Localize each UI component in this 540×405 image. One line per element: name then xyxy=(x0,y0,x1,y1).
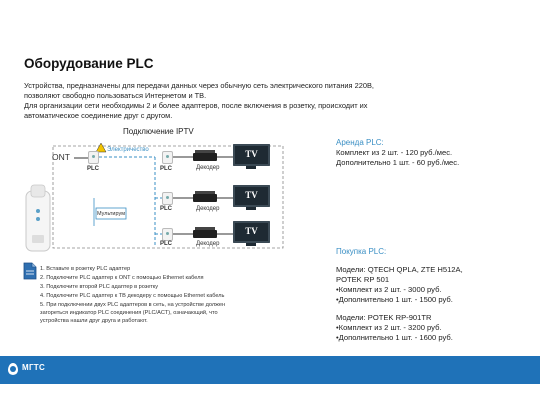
plc-adapter-2 xyxy=(162,151,173,164)
plc-label-1: PLC xyxy=(87,166,99,172)
purchase-model1-b: POTEK RP 501 xyxy=(336,275,390,284)
tv-1: TV xyxy=(233,144,270,166)
footer-bar xyxy=(0,356,540,384)
logo-text: МГТС xyxy=(22,363,46,372)
tv-2: TV xyxy=(233,185,270,207)
intro-line-4: автоматическое соединение друг с другом. xyxy=(24,111,173,120)
intro-line-2: позволяют свободно пользоваться Интернет… xyxy=(24,91,207,100)
intro-line-3: Для организации сети необходимы 2 и боле… xyxy=(24,101,368,110)
decoder-box-1 xyxy=(193,153,217,161)
purchase-heading: Покупка PLC: xyxy=(336,247,387,256)
diagram-lines xyxy=(52,142,284,249)
purchase-model2-item-2: •Дополнительно 1 шт. - 1600 руб. xyxy=(336,333,453,342)
decoder-label-2: Декодер xyxy=(196,206,220,212)
plc-adapter-4 xyxy=(162,228,173,241)
plc-label-2: PLC xyxy=(160,166,172,172)
purchase-model2-item-1: •Комплект из 2 шт. - 3200 руб. xyxy=(336,323,442,332)
step-5-cont-2: устройства нашли друг друга и работают. xyxy=(40,318,148,324)
ont-label: ONT xyxy=(52,152,70,162)
iptv-diagram: ONT PLC Электричество Мультирум PLC Деко… xyxy=(50,136,290,254)
logo-icon xyxy=(8,363,18,375)
decoder-box-2 xyxy=(193,194,217,202)
rent-line-1: Комплект из 2 шт. - 120 руб./мес. xyxy=(336,148,453,157)
electric-label: Электричество xyxy=(107,147,149,153)
document-icon xyxy=(23,262,37,280)
multiroom-label: Мультирум xyxy=(97,211,125,217)
step-4: 4. Подключите PLC адаптер к ТВ декодеру … xyxy=(40,293,225,299)
page-title: Оборудование PLC xyxy=(24,56,154,71)
purchase-model2: Модели: POTEK RP-901TR xyxy=(336,313,432,322)
plc-device-image xyxy=(25,184,51,252)
purchase-model1-a: Модели: QTECH QPLA, ZTE H512A, xyxy=(336,265,463,274)
decoder-label-3: Декодер xyxy=(196,241,220,247)
step-1: 1. Вставьте в розетку PLC адаптер xyxy=(40,266,131,272)
plc-adapter-1 xyxy=(88,151,99,164)
plc-label-3: PLC xyxy=(160,206,172,212)
purchase-model1-item-1: •Комплект из 2 шт. - 3000 руб. xyxy=(336,285,442,294)
rent-line-2: Дополнительно 1 шт. - 60 руб./мес. xyxy=(336,158,460,167)
purchase-model1-item-2: •Дополнительно 1 шт. - 1500 руб. xyxy=(336,295,453,304)
plc-adapter-3 xyxy=(162,192,173,205)
step-5: 5. При подключении двух PLC адаптеров в … xyxy=(40,302,226,308)
step-5-cont-1: загореться индикатор PLC соединения (PLC… xyxy=(40,310,218,316)
intro-line-1: Устройства, предназначены для передачи д… xyxy=(24,81,374,90)
tv-3: TV xyxy=(233,221,270,243)
decoder-label-1: Декодер xyxy=(196,165,220,171)
diagram-title: Подключение IPTV xyxy=(123,127,194,136)
step-3: 3. Подключите второй PLC адаптер в розет… xyxy=(40,284,159,290)
rent-heading: Аренда PLC: xyxy=(336,138,384,147)
plc-label-4: PLC xyxy=(160,241,172,247)
step-2: 2. Подключите PLC адаптер к ONT с помощь… xyxy=(40,275,204,281)
decoder-box-3 xyxy=(193,230,217,238)
